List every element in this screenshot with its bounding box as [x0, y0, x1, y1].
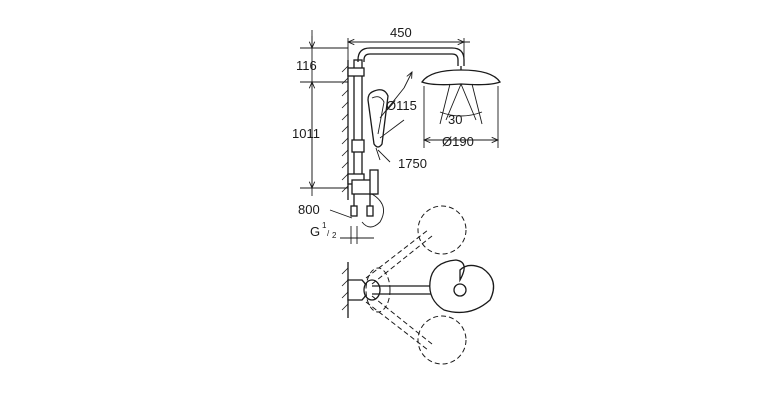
thread-size-label: G 1 / 2 — [310, 221, 337, 240]
wall-hatching — [341, 60, 349, 200]
thread-slash: / — [327, 229, 330, 238]
dimension-hose-length: 1750 — [398, 156, 427, 171]
thread-prefix: G — [310, 224, 320, 239]
dimension-rail-height: 1011 — [292, 126, 320, 141]
swivel-positions — [365, 205, 467, 365]
head-shower — [421, 66, 501, 148]
dimension-width: 450 — [390, 25, 412, 40]
dimension-head-diameter: Ø190 — [442, 134, 474, 149]
dimension-hand-diameter: Ø115 — [386, 98, 417, 113]
thread-denominator: 2 — [332, 231, 337, 240]
thread-numerator: 1 — [322, 221, 327, 230]
elevation-view: 450 116 1011 Ø115 30 Ø190 1750 800 G 1 /… — [292, 25, 501, 244]
plan-view — [341, 205, 495, 365]
dimension-inlet-offset: 800 — [298, 202, 320, 217]
hand-shower — [367, 89, 389, 161]
dimension-head-angle: 30 — [448, 112, 462, 127]
dimension-lines — [300, 30, 498, 244]
shower-rail — [347, 47, 465, 228]
dimension-head-offset: 116 — [296, 58, 317, 73]
plan-wall — [341, 262, 349, 318]
